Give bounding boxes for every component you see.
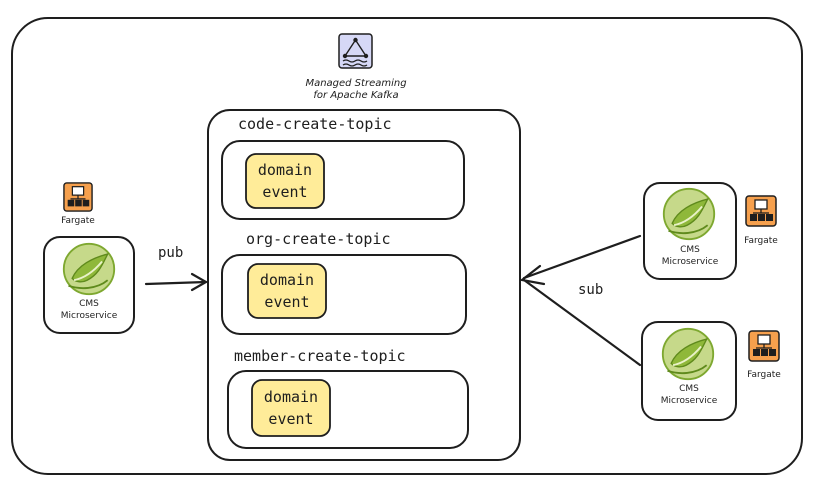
topic-box-org-create <box>221 254 467 335</box>
domain-event-box-3 <box>251 379 331 437</box>
domain-event-label-3: domain event <box>253 386 329 430</box>
publisher-service-line2: Microservice <box>60 311 118 321</box>
sub-arrow-1 <box>522 234 642 280</box>
subscriber-1-fargate-label: Fargate <box>744 236 778 246</box>
subscriber-1-fargate-icon <box>745 195 777 227</box>
publisher-fargate-icon <box>63 182 93 212</box>
domain-event-box-2 <box>247 263 327 319</box>
msk-label-line2: for Apache Kafka <box>313 90 399 101</box>
msk-label-line1: Managed Streaming <box>305 78 407 89</box>
sub-arrow-2 <box>522 278 642 367</box>
kafka-cluster-box <box>207 109 521 461</box>
subscriber-2-service-box <box>641 321 737 421</box>
subscriber-2-fargate-label: Fargate <box>747 370 781 380</box>
sub-arrowhead <box>519 264 546 286</box>
pub-arrow <box>144 272 209 292</box>
domain-event-2-line1: domain <box>259 271 315 289</box>
domain-event-1-line2: event <box>262 183 308 201</box>
domain-event-2-line2: event <box>264 293 310 311</box>
msk-label: Managed Streaming for Apache Kafka <box>290 78 422 102</box>
publisher-service-label: CMS Microservice <box>44 298 134 322</box>
domain-event-box-1 <box>245 153 325 209</box>
pub-label: pub <box>158 245 184 261</box>
subscriber-1-service-box <box>643 182 737 280</box>
subscriber-1-service-label: CMS Microservice <box>644 244 736 268</box>
domain-event-label-1: domain event <box>247 159 323 203</box>
topic-label-code-create: code-create-topic <box>238 115 392 133</box>
subscriber-1-spring-icon <box>662 187 716 241</box>
subscriber-1-service-line1: CMS <box>680 245 700 255</box>
topic-box-code-create <box>221 140 465 220</box>
domain-event-1-line1: domain <box>257 161 313 179</box>
domain-event-3-line2: event <box>268 410 314 428</box>
sub-label: sub <box>578 282 604 298</box>
subscriber-2-service-line1: CMS <box>679 384 699 394</box>
outer-frame <box>11 17 803 475</box>
topic-box-member-create <box>227 370 469 449</box>
publisher-service-line1: CMS <box>79 299 99 309</box>
subscriber-1-service-line2: Microservice <box>661 257 719 267</box>
subscriber-2-service-label: CMS Microservice <box>642 383 736 407</box>
publisher-fargate-label: Fargate <box>61 216 95 226</box>
subscriber-2-fargate-icon <box>748 330 780 362</box>
topic-label-org-create: org-create-topic <box>246 230 391 248</box>
subscriber-2-service-line2: Microservice <box>660 396 718 406</box>
topic-label-member-create: member-create-topic <box>234 347 406 365</box>
publisher-service-box <box>43 236 135 334</box>
subscriber-2-spring-icon <box>661 327 715 381</box>
domain-event-3-line1: domain <box>263 388 319 406</box>
domain-event-label-2: domain event <box>249 269 325 313</box>
publisher-spring-icon <box>62 242 116 296</box>
msk-kafka-icon <box>338 33 373 69</box>
